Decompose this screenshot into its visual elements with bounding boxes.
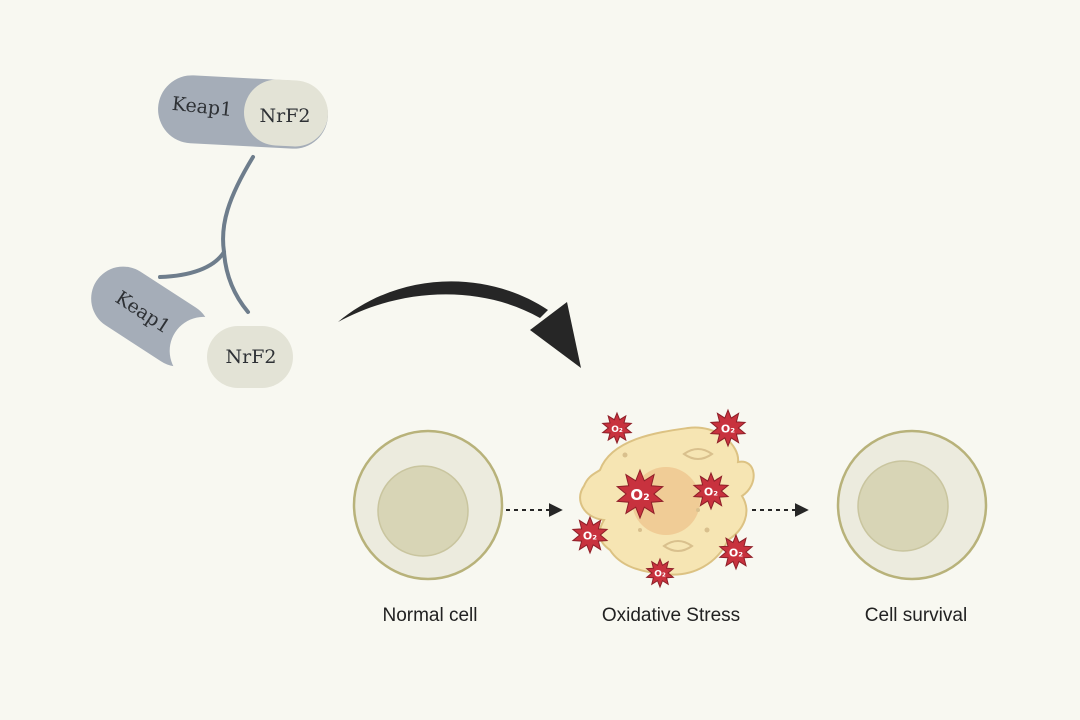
curved-arrow-body xyxy=(338,281,548,322)
surviving-cell xyxy=(836,429,988,581)
stage-label-normal-cell: Normal cell xyxy=(382,605,477,626)
mitochondrion-2 xyxy=(662,540,694,552)
ros-star-6: O₂ xyxy=(718,533,754,571)
ros-star-shape xyxy=(718,533,754,571)
ros-star-1: O₂ xyxy=(601,411,633,445)
connector-left-branch xyxy=(158,250,226,279)
vesicle-3 xyxy=(638,528,642,532)
dissociation-connector xyxy=(158,155,255,314)
connector-stem xyxy=(221,155,255,254)
normal-cell-nucleus xyxy=(377,465,469,557)
vesicle-1 xyxy=(622,452,628,458)
ros-star-7: O₂ xyxy=(645,557,675,589)
complex-nrf2-label: NrF2 xyxy=(260,105,311,127)
keap1-nrf2-complex: Keap1 NrF2 xyxy=(158,75,328,149)
ros-star-3: O₂ xyxy=(615,468,665,520)
ros-label: O₂ xyxy=(583,530,597,543)
ros-star-shape xyxy=(571,515,609,555)
ros-star-shape xyxy=(692,471,730,511)
normal-cell xyxy=(352,429,504,581)
ros-star-2: O₂ xyxy=(709,408,747,448)
ros-molecules: O₂ O₂ O₂ O₂ O₂ O₂ O₂ xyxy=(571,408,754,589)
nrf2-capsule xyxy=(244,79,328,147)
ros-label: O₂ xyxy=(630,486,649,504)
ros-label: O₂ xyxy=(721,423,735,436)
ros-star-shape xyxy=(645,557,675,589)
ros-label: O₂ xyxy=(611,425,623,435)
vesicle-5 xyxy=(696,508,700,512)
mitochondrion-1 xyxy=(682,448,714,460)
ros-label: O₂ xyxy=(654,570,666,580)
curved-arrow xyxy=(338,281,581,368)
curved-arrow-head xyxy=(530,302,581,368)
ros-star-shape xyxy=(601,411,633,445)
stage-label-oxidative-stress: Oxidative Stress xyxy=(602,605,740,626)
dissociated-nrf2: NrF2 xyxy=(207,326,293,388)
vesicle-2 xyxy=(704,527,710,533)
ros-star-shape xyxy=(709,408,747,448)
ros-label: O₂ xyxy=(729,546,743,559)
ros-star-4: O₂ xyxy=(692,471,730,511)
dissociated-nrf2-capsule xyxy=(207,326,293,388)
stage-label-cell-survival: Cell survival xyxy=(865,605,967,626)
surviving-cell-nucleus xyxy=(857,460,949,552)
ros-label: O₂ xyxy=(704,486,718,499)
ros-star-5: O₂ xyxy=(571,515,609,555)
dissociated-nrf2-label: NrF2 xyxy=(226,346,277,368)
ros-star-shape xyxy=(615,468,665,520)
connector-right-branch xyxy=(222,250,250,314)
